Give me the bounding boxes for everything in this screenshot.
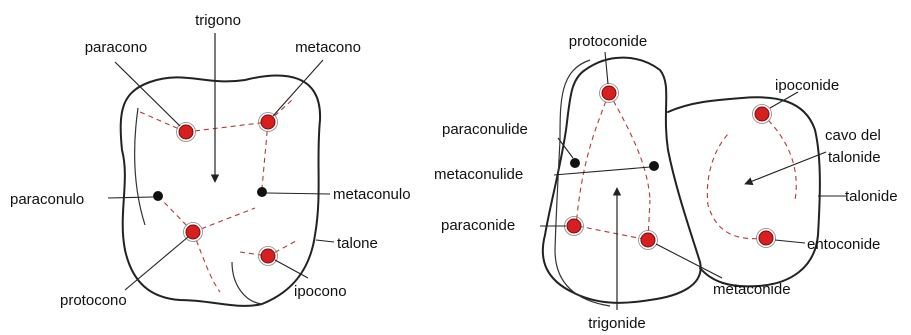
talone-rim [232,262,262,304]
upper-crest-para-lingual [140,112,186,132]
ipoconide-label: ipoconide [775,77,839,94]
ipoconide-cusp [755,107,769,121]
paraconulo-point [153,191,163,201]
entoconide-leader [775,240,805,243]
trigonide-label: trigonide [588,315,646,332]
paraconulo-leader [108,197,153,198]
paraconide-label: paraconide [441,217,515,234]
upper-molar-inner-rim [135,108,145,225]
paracono-label: paracono [85,39,148,56]
trigono-label: trigono [195,12,241,29]
ipocono-label: ipocono [294,283,347,300]
paraconulide-leader [558,138,573,158]
paraconulo-label: paraconulo [10,191,84,208]
protoconide-cusp [602,86,616,100]
paraconide-cusp [567,219,581,233]
talone-label: talone [337,235,378,252]
cavo-arrow [745,152,826,184]
lower-crest-ento [707,132,766,239]
metaconulide-label: metaconulide [434,166,523,183]
protocono-label: protocono [60,292,127,309]
upper-molar-outline [121,76,320,306]
protocono-cusp [186,225,200,239]
paraconulide-point [570,158,580,168]
lower-crest-ipo [762,114,796,200]
metacono-cusp [261,115,275,129]
talonide-outline [668,97,820,286]
lower-crest-para-meta [578,226,648,240]
talonide-label: talonide [845,188,898,205]
lower-molar-outer-rim [555,60,610,306]
upper-crest-para-meta [186,122,268,132]
entoconide-label: entoconide [807,236,880,253]
metaconulide-point [649,161,659,171]
paracono-cusp [179,125,193,139]
ipocono-cusp [261,249,275,263]
metaconide-label: metaconide [713,281,791,298]
upper-crest-meta-conule [262,122,268,188]
protoconide-label: protoconide [569,33,647,50]
metacono-leader [273,60,323,116]
lower-crest-proto-meta [609,93,650,200]
metacono-label: metacono [295,39,361,56]
upper-crest-para-proto [158,196,193,232]
metaconulo-point [257,187,267,197]
cavo-label-line2: talonide [828,149,881,166]
paracono-leader [115,62,180,126]
upper-crest-proto-meta [193,208,255,232]
metaconide-cusp [641,233,655,247]
trigonide-outline [543,58,701,303]
metaconide-leader [656,244,722,278]
paraconulide-label: paraconulide [442,121,528,138]
protocono-leader [125,237,188,290]
entoconide-cusp [759,231,773,245]
lower-crest-proto-para [576,93,609,226]
cavo-label-line1: cavo del [825,127,881,144]
metaconulo-label: metaconulo [333,186,411,203]
lower-molar: protoconide ipoconide paraconulide cavo … [434,33,898,332]
metaconulide-leader [554,167,650,175]
upper-molar: trigono paracono metacono paraconulo met… [10,12,411,309]
protoconide-leader [605,52,608,84]
talone-leader [316,240,334,242]
metaconulo-leader [267,193,330,194]
